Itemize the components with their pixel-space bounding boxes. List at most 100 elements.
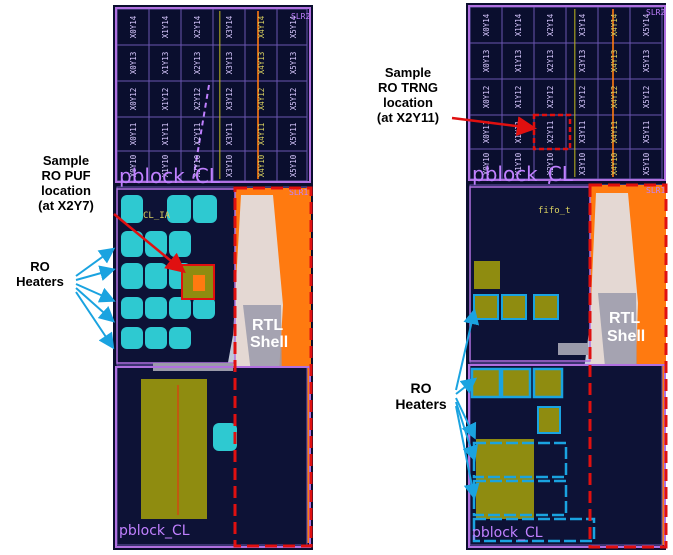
left-grid-label: X1Y11 — [161, 123, 170, 146]
right-grid-label: X2Y11 — [546, 121, 555, 144]
left-shell-label-2: Shell — [250, 334, 288, 351]
right-heaters-label: RO Heaters — [386, 380, 456, 412]
left-grid-label: X3Y13 — [225, 52, 234, 75]
left-grid-label: X5Y14 — [289, 15, 298, 38]
left-grid-label: X0Y10 — [129, 154, 138, 177]
left-grid-label: X0Y14 — [129, 15, 138, 38]
right-grid-label: X5Y11 — [642, 121, 651, 144]
right-grid-label: X4Y10 — [610, 152, 619, 175]
left-grid-label: X2Y12 — [193, 88, 202, 111]
left-grid-label: X1Y14 — [161, 15, 170, 38]
left-grid-label: X4Y14 — [257, 15, 266, 38]
left-top-yellow-strip — [219, 11, 221, 179]
left-annotation-line1: Sample — [42, 153, 90, 168]
left-grid-label: X2Y10 — [193, 154, 202, 177]
right-fragment-label: fifo_t — [538, 206, 571, 216]
right-grid-label: X4Y14 — [610, 13, 619, 36]
right-grid-label: X2Y12 — [546, 86, 555, 109]
left-grid-label: X1Y12 — [161, 88, 170, 111]
right-heater-arrows — [455, 308, 480, 500]
right-grid-label: X3Y10 — [578, 152, 587, 175]
left-annotation-line4: (at X2Y7) — [38, 197, 94, 213]
right-heater-y3 — [537, 406, 561, 434]
left-annotation-line2: RO PUF — [41, 167, 91, 183]
left-grid-label: X5Y11 — [289, 123, 298, 146]
left-heaters-label: RO Heaters — [8, 259, 72, 290]
right-grid-label: X5Y14 — [642, 13, 651, 36]
left-grid-label: X5Y10 — [289, 154, 298, 177]
left-puf-location-core — [193, 275, 205, 291]
left-olive-block — [141, 379, 207, 519]
right-pblock-bottom-label: pblock_CL — [472, 525, 543, 541]
left-grid-label: X4Y13 — [257, 52, 266, 75]
left-grid-label: X4Y12 — [257, 88, 266, 111]
left-grid-label: X3Y11 — [225, 123, 234, 146]
left-grid-label: X5Y13 — [289, 52, 298, 75]
left-heaters-line2: Heaters — [16, 273, 64, 289]
left-puf-location-box — [181, 264, 215, 300]
right-grid-label: X5Y13 — [642, 50, 651, 73]
left-bottom-heater — [213, 423, 237, 451]
left-grid-label: X0Y13 — [129, 52, 138, 75]
right-grid-label: X5Y12 — [642, 86, 651, 109]
left-fragment-label: CL_IA — [143, 211, 171, 221]
left-slr-mid-label: SLR1 — [289, 188, 308, 197]
left-annotation: Sample RO PUF location (at X2Y7) — [18, 153, 114, 214]
left-annotation-line3: location — [41, 182, 91, 198]
left-grid-label: X2Y11 — [193, 123, 202, 146]
right-annotation-line1: Sample — [384, 65, 432, 80]
right-olive-block — [476, 439, 534, 519]
left-heater-arrows — [75, 247, 116, 350]
left-grid-label: X3Y12 — [225, 88, 234, 111]
left-ro-heaters — [121, 195, 217, 349]
right-heaters-line2: Heaters — [395, 396, 447, 413]
right-mid-pblock-outline — [469, 186, 591, 362]
left-grid-label: X1Y13 — [161, 52, 170, 75]
left-grid-label: X4Y11 — [257, 123, 266, 146]
right-grid-label: X3Y12 — [578, 86, 587, 109]
right-annotation-line4: (at X2Y11) — [376, 109, 440, 125]
right-grid-label: X4Y12 — [610, 86, 619, 109]
left-slr-top-label: SLR2 — [291, 12, 310, 21]
left-pblock-bottom-label: pblock_CL — [119, 523, 190, 539]
left-grid-label: X3Y14 — [225, 15, 234, 38]
right-grid-label: X2Y13 — [546, 50, 555, 73]
left-heaters-line1: RO — [30, 259, 50, 274]
right-grid-label: X1Y14 — [514, 13, 523, 36]
right-grid-label: X3Y14 — [578, 13, 587, 36]
left-grid-label: X2Y13 — [193, 52, 202, 75]
right-gray-bar — [558, 343, 588, 355]
right-shell-label-2: Shell — [607, 328, 645, 345]
left-pblock-top-label: pblock_CL — [119, 164, 221, 188]
right-top-yellow-strip — [574, 9, 576, 177]
right-grid-label: X3Y11 — [578, 121, 587, 144]
right-shell-boundary — [588, 183, 668, 549]
right-annotation-line2: RO TRNG — [378, 79, 438, 95]
left-grid-label: X4Y10 — [257, 154, 266, 177]
right-pblock-outline — [468, 5, 666, 181]
right-annotation: Sample RO TRNG location (at X2Y11) — [354, 65, 462, 126]
left-grid-label: X0Y11 — [129, 123, 138, 146]
right-grid-label: X4Y11 — [610, 121, 619, 144]
right-slr-mid-label: SLR1 — [646, 186, 665, 195]
right-grid-label: X0Y10 — [482, 152, 491, 175]
left-shell-label-1: RTL — [252, 317, 283, 334]
right-top-orange-strip — [612, 9, 614, 177]
right-grid-label: X0Y14 — [482, 13, 491, 36]
left-shell-boundary — [233, 186, 313, 548]
left-grid-label: X5Y12 — [289, 88, 298, 111]
left-puf-arrow — [113, 213, 186, 274]
right-slr-top-label: SLR2 — [646, 8, 665, 17]
right-heater-y0 — [472, 517, 596, 543]
right-heaters-line1: RO — [410, 380, 432, 396]
right-grid-label: X1Y10 — [514, 152, 523, 175]
right-shell-label-1: RTL — [609, 310, 640, 327]
right-annotation-line3: location — [383, 94, 433, 110]
right-grid-label: X0Y11 — [482, 121, 491, 144]
right-olive-mini — [474, 261, 500, 289]
right-grid-label: X0Y13 — [482, 50, 491, 73]
